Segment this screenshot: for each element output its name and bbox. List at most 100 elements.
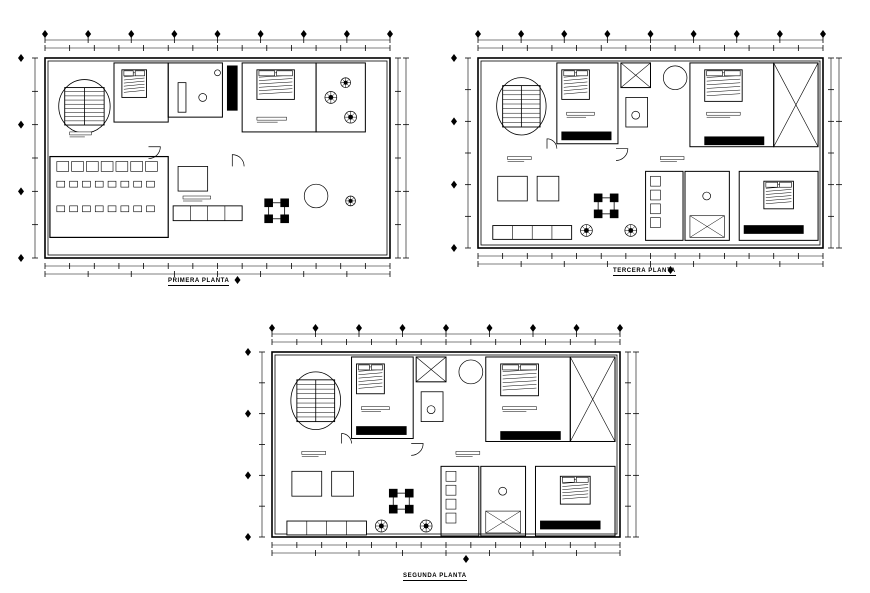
- bed-hatch: [765, 189, 792, 192]
- bed-hatch: [502, 387, 537, 391]
- void-cross: [773, 62, 819, 147]
- plant-core: [348, 198, 353, 204]
- armchair: [291, 470, 323, 497]
- bed-hatch: [123, 83, 145, 87]
- door-swing: [411, 443, 424, 456]
- axis-marker: [128, 30, 135, 38]
- closet: [356, 426, 407, 435]
- shower-cross: [415, 356, 447, 383]
- room-label: [301, 451, 326, 455]
- round-table: [303, 183, 329, 209]
- axis-marker: [245, 409, 251, 418]
- bed-hatch: [258, 91, 293, 95]
- axis-marker: [18, 187, 24, 196]
- caption-segunda-text: SEGUNDA PLANTA: [403, 573, 467, 579]
- desk: [146, 205, 155, 213]
- void-outline: [569, 356, 616, 442]
- axis-marker: [343, 30, 350, 38]
- desk: [82, 180, 91, 188]
- room-label: [507, 156, 532, 160]
- pillow: [562, 476, 575, 483]
- bed-hatch: [358, 386, 383, 389]
- partition: [86, 161, 99, 172]
- room-label: [256, 116, 287, 121]
- room-label: [660, 156, 685, 160]
- axis-marker: [18, 54, 24, 62]
- bed-hatch: [706, 89, 741, 93]
- closet: [540, 520, 601, 530]
- kitchen-counter: [650, 175, 661, 187]
- bed-hatch: [123, 77, 145, 81]
- kitchen-counter: [650, 203, 661, 215]
- bed-hatch: [123, 87, 145, 90]
- bed-hatch: [562, 496, 589, 500]
- pillow: [502, 364, 519, 371]
- caption-underline: [403, 580, 467, 581]
- pillow: [123, 70, 134, 77]
- plant-core: [328, 95, 334, 100]
- partition: [130, 161, 143, 172]
- outer-wall: [271, 351, 621, 538]
- dining-chair: [280, 198, 289, 208]
- axis-marker: [690, 30, 697, 38]
- bed-hatch: [258, 81, 293, 85]
- desk: [94, 180, 104, 188]
- toilet: [498, 486, 508, 496]
- bed-hatch: [765, 195, 792, 198]
- caption-underline: [168, 285, 230, 286]
- plant-core: [628, 228, 634, 233]
- bath-wall: [420, 391, 444, 422]
- axis-marker: [269, 324, 275, 332]
- caption-tercera: TERCERA PLANTA: [613, 268, 676, 276]
- bed-hatch: [123, 90, 145, 93]
- axis-marker: [42, 30, 48, 38]
- pillow: [575, 476, 589, 483]
- axis-marker: [667, 266, 674, 274]
- closet: [561, 131, 612, 141]
- desk: [146, 180, 155, 188]
- room-wall: [738, 170, 819, 241]
- pillow: [563, 70, 575, 77]
- bed-hatch: [358, 372, 383, 375]
- axis-marker: [234, 276, 241, 284]
- axis-marker: [171, 30, 178, 38]
- pillow: [258, 70, 275, 77]
- axis-marker: [486, 324, 493, 332]
- shower-cross: [485, 510, 521, 534]
- partition: [145, 161, 158, 172]
- caption-segunda: SEGUNDA PLANTA: [403, 573, 467, 581]
- axis-marker: [214, 30, 221, 38]
- dining-chair: [388, 488, 398, 498]
- bath-wall: [625, 97, 648, 128]
- office-wall: [49, 155, 169, 239]
- bed-hatch: [562, 484, 589, 487]
- door-swing: [546, 138, 558, 149]
- bath-wall: [684, 170, 730, 241]
- armchair: [536, 175, 560, 202]
- armchair: [497, 175, 528, 202]
- desk: [82, 205, 91, 213]
- axis-marker: [18, 254, 24, 262]
- plant-core: [423, 523, 429, 529]
- caption-tercera-text: TERCERA PLANTA: [613, 268, 676, 274]
- pillow: [371, 364, 383, 371]
- dining-chair: [609, 209, 619, 219]
- bed-hatch: [562, 490, 589, 494]
- bed-hatch: [258, 78, 293, 81]
- bed-hatch: [706, 78, 741, 82]
- bed-hatch: [258, 88, 293, 91]
- room-wall: [534, 465, 616, 537]
- pillow: [134, 70, 145, 77]
- bed-hatch: [563, 81, 588, 85]
- bed-hatch: [358, 382, 383, 386]
- dining-chair: [593, 193, 603, 203]
- axis-marker: [820, 30, 826, 38]
- kitchen-counter: [445, 498, 457, 510]
- axis-marker: [443, 324, 449, 332]
- axis-marker: [518, 30, 525, 38]
- bath-wall: [620, 62, 652, 89]
- axis-marker: [387, 30, 393, 38]
- partition: [115, 161, 129, 172]
- dining-chair: [264, 198, 273, 208]
